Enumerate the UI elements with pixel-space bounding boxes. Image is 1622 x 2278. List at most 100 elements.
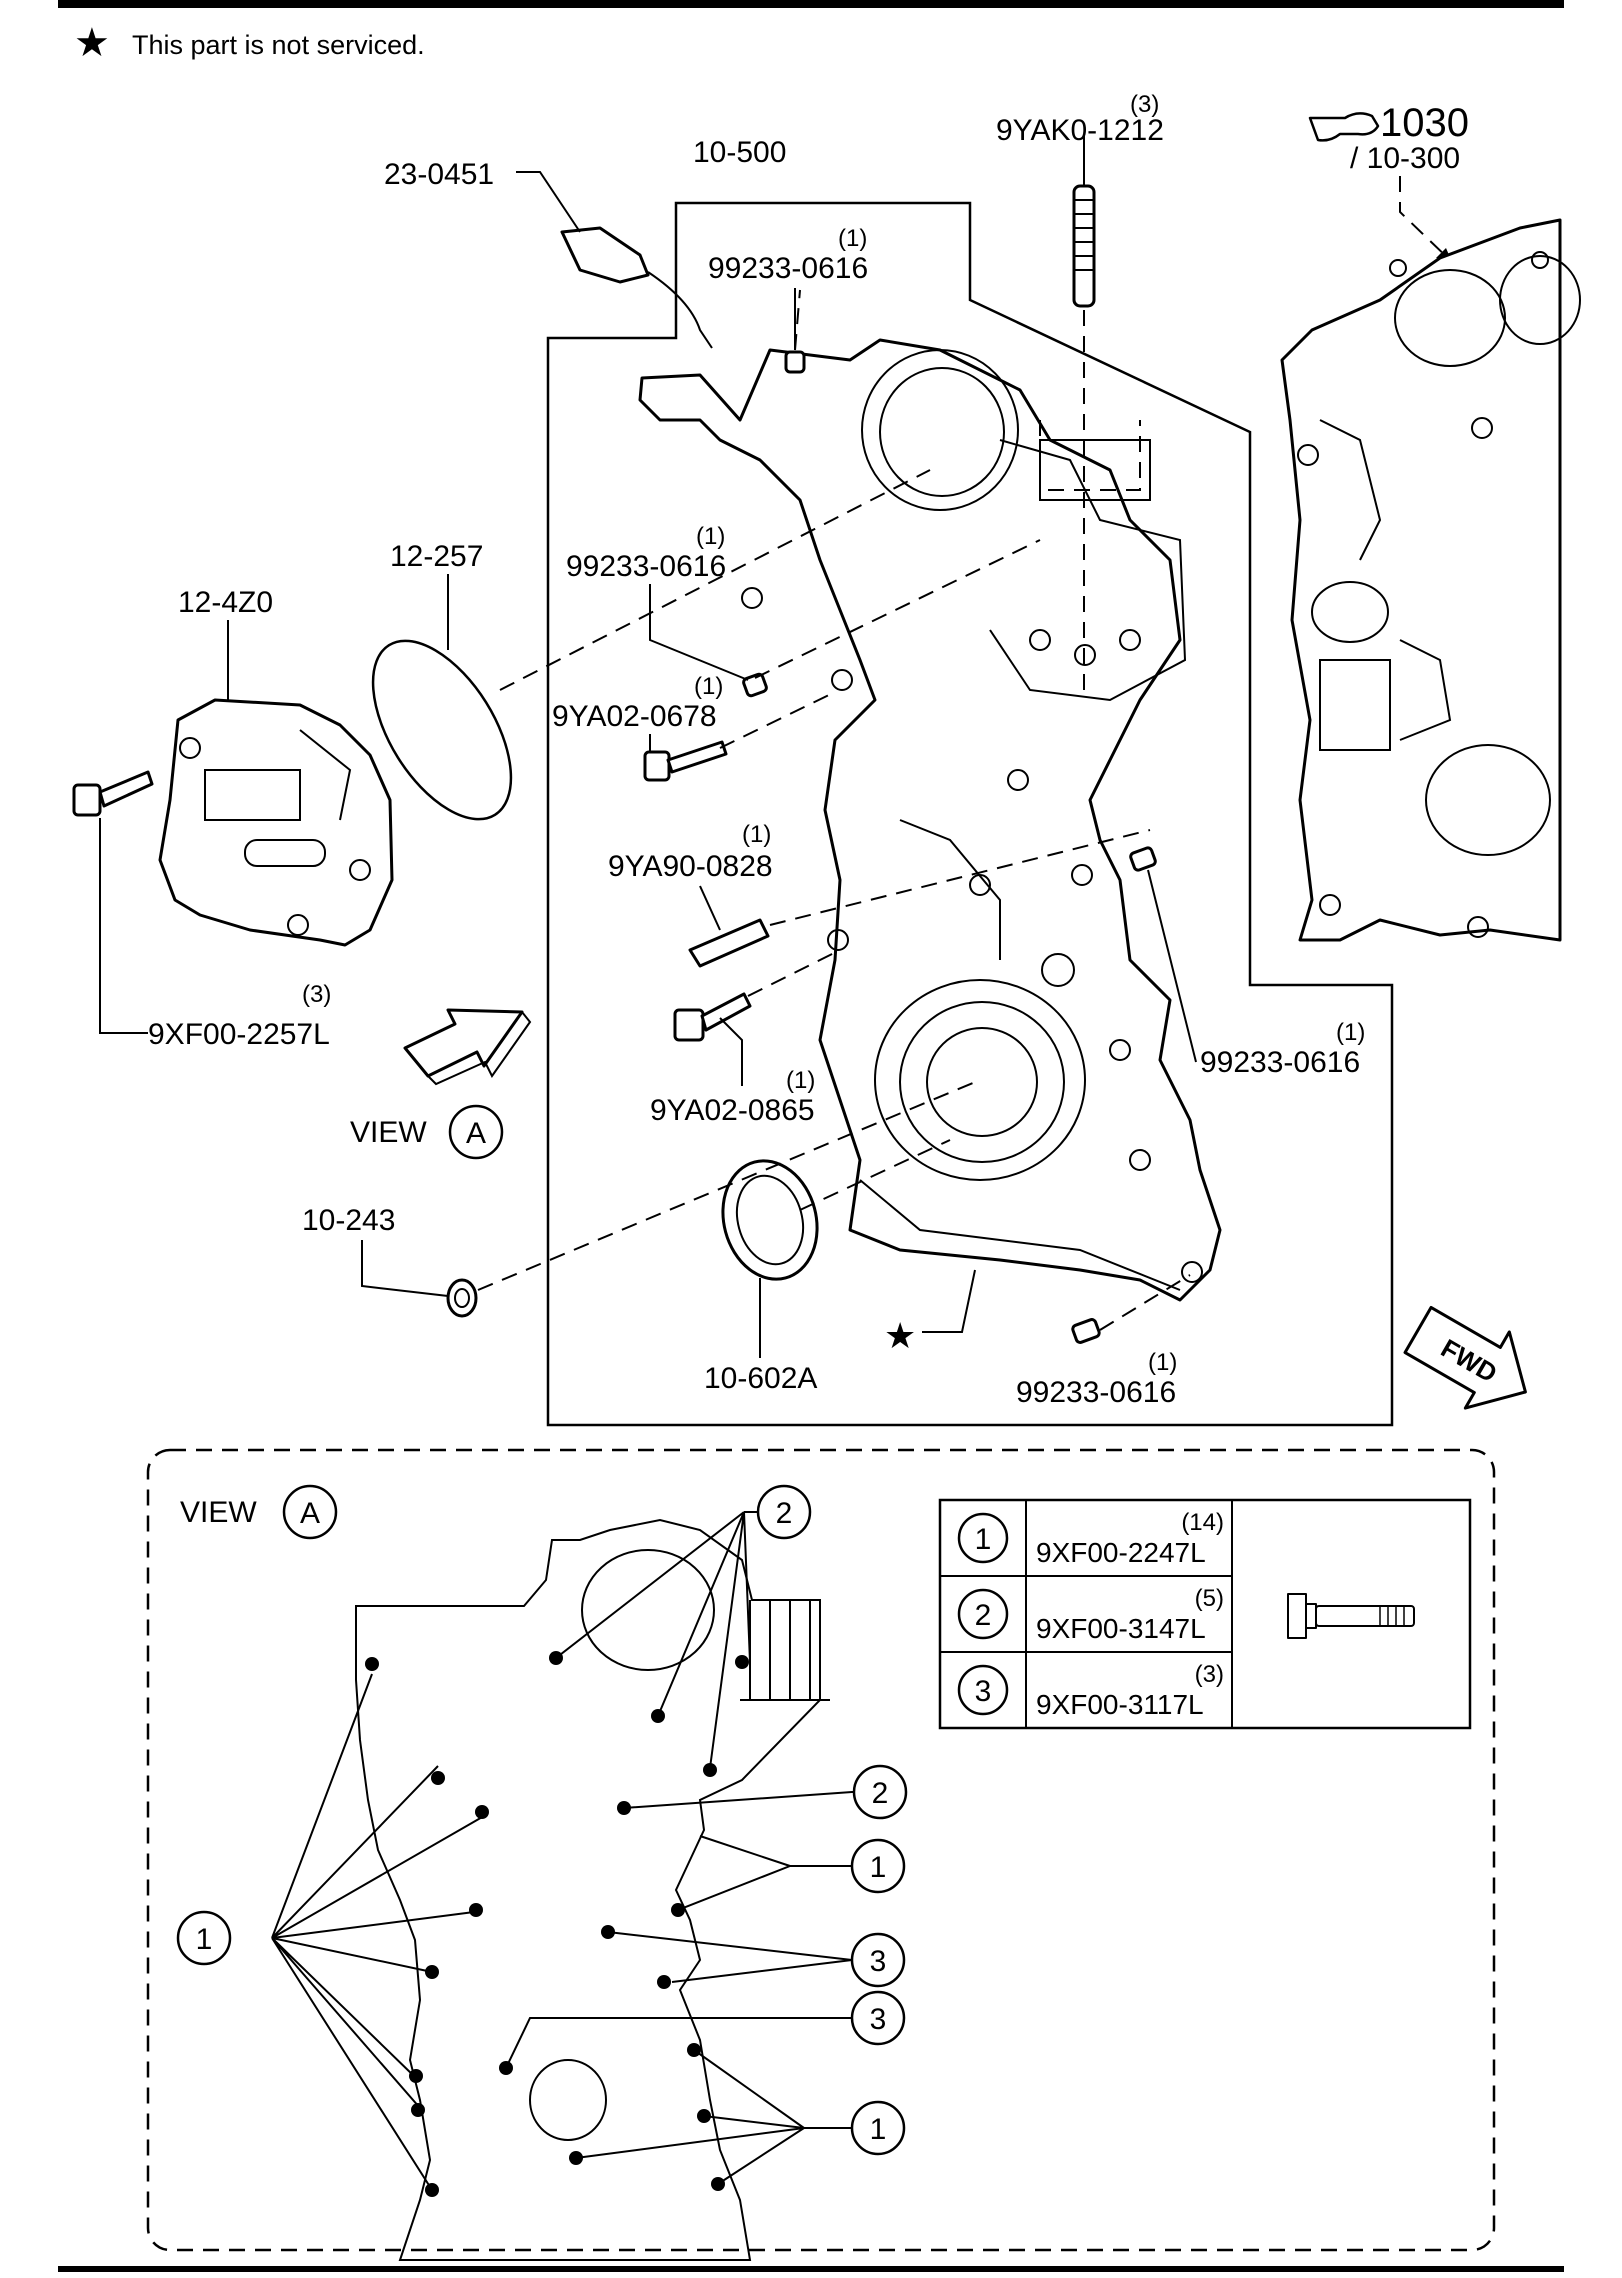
note-text: This part is not serviced.: [132, 30, 425, 60]
dowel-99233-b: [742, 672, 768, 698]
label-99233-c: 99233-0616: [1200, 1046, 1360, 1079]
callout-top-2-text: 2: [776, 1497, 793, 1530]
table-row3-circle: [957, 1664, 1009, 1716]
callout-mid-1: [850, 1838, 906, 1894]
callout-mid-2: [852, 1764, 908, 1820]
leader-star: [922, 1269, 976, 1333]
align-dash-4: [769, 829, 1151, 926]
pin-9ya90-0828: [688, 918, 770, 968]
table-row2-circle: [957, 1588, 1009, 1640]
view-letter-circle: [448, 1104, 504, 1160]
callout-mid-2-text: 2: [872, 1777, 889, 1810]
label-99233-d: 99233-0616: [1016, 1376, 1176, 1409]
leader-99233-c: [1147, 869, 1197, 1063]
view-arrow-icon: [403, 1008, 532, 1086]
pointing-hand-icon: [1308, 112, 1380, 142]
table-row1-part: 9XF00-2247L: [1036, 1537, 1206, 1568]
qty-9yak0: (3): [1130, 91, 1159, 118]
callout-mid-3b-text: 3: [870, 2003, 887, 2036]
ref-dash-leader: [1399, 176, 1453, 263]
label-9ya02-a: 9YA02-0678: [552, 700, 717, 733]
label-star: ★: [884, 1316, 916, 1357]
label-99233-a: 99233-0616: [708, 252, 868, 285]
label-9ya02-b: 9YA02-0865: [650, 1094, 815, 1127]
qty-99233-b: (1): [696, 523, 725, 550]
stud-9yak0-1212: [1072, 184, 1096, 308]
label-9xf00: 9XF00-2257L: [148, 1018, 330, 1051]
label-12-257: 12-257: [390, 540, 483, 573]
ref-sub: / 10-300: [1350, 142, 1460, 175]
cylinder-block: [1280, 218, 1581, 942]
label-9yak0: 9YAK0-1212: [996, 114, 1164, 147]
label-view-letter: A: [466, 1117, 486, 1150]
oil-seal-10-602a: [721, 1159, 819, 1281]
table-row2-qty: (5): [1195, 1585, 1224, 1612]
label-10-243: 10-243: [302, 1204, 395, 1237]
callout-mid-1-text: 1: [870, 1851, 887, 1884]
table-row2-part: 9XF00-3147L: [1036, 1613, 1206, 1644]
oil-seal-10-243: [446, 1278, 478, 1318]
callout-mid-3b: [850, 1990, 906, 2046]
leader-23-0451: [516, 171, 581, 233]
callout-left-1-text: 1: [196, 1923, 213, 1956]
leader-9xf00: [99, 818, 148, 1034]
leader-9ya02-b: [719, 1017, 743, 1086]
table-row1-circle: [957, 1512, 1009, 1564]
table-row3-part: 9XF00-3117L: [1036, 1689, 1204, 1720]
view-a-panel: [146, 1448, 1496, 2252]
bolt-9ya02-0678: [643, 740, 728, 782]
dowel-99233-d: [1071, 1318, 1101, 1344]
leader-9ya90: [699, 885, 721, 931]
bottom-rule: [58, 2266, 1564, 2272]
view-a-title: VIEW: [180, 1496, 257, 1529]
label-23-0451: 23-0451: [384, 158, 494, 191]
gasket-12-257: [371, 639, 513, 821]
align-dash-5: [747, 949, 841, 997]
view-a-cover-outline: [355, 1518, 830, 2261]
align-dash-2: [754, 539, 1041, 679]
table-row2-ref: 2: [975, 1599, 992, 1632]
callout-top-2: [756, 1484, 812, 1540]
view-a-letter-circle: [282, 1484, 338, 1540]
qty-9ya02-b: (1): [786, 1067, 815, 1094]
view-a-letter: A: [300, 1497, 320, 1530]
table-row3-qty: (3): [1195, 1661, 1224, 1688]
water-pump: [158, 698, 394, 947]
table-row1-ref: 1: [975, 1523, 992, 1556]
view-a-leaders: [271, 1511, 860, 2191]
qty-99233-a: (1): [838, 225, 867, 252]
fwd-arrow-icon: [1403, 1305, 1527, 1410]
top-rule: [58, 0, 1564, 8]
label-99233-b: 99233-0616: [566, 550, 726, 583]
align-dash-7: [799, 1139, 951, 1211]
align-dash-10: [1039, 420, 1141, 491]
bolt-9ya02-0865: [673, 992, 752, 1042]
table-row1-qty: (14): [1181, 1509, 1224, 1536]
align-dash-3: [719, 691, 836, 749]
ref-code: 1030: [1380, 101, 1469, 145]
label-12-4z0: 12-4Z0: [178, 586, 273, 619]
qty-9xf00: (3): [302, 981, 331, 1008]
qty-9ya90: (1): [742, 821, 771, 848]
view-a-bolt-dots: [365, 1651, 749, 2197]
flange-bolt-icon: [1287, 1593, 1415, 1639]
callout-low-1: [850, 2100, 906, 2156]
note-star: ★: [74, 20, 110, 66]
dowel-99233-c: [1129, 846, 1157, 872]
callout-left-1: [176, 1910, 232, 1966]
sensor-23-0451: [560, 226, 713, 349]
label-10-602a: 10-602A: [704, 1362, 817, 1395]
label-10-500: 10-500: [693, 136, 786, 169]
label-view: VIEW: [350, 1116, 427, 1149]
qty-99233-c: (1): [1336, 1019, 1365, 1046]
qty-99233-d: (1): [1148, 1349, 1177, 1376]
callout-low-1-text: 1: [870, 2113, 887, 2146]
align-dash-8: [1099, 1274, 1191, 1331]
bolt-table: [938, 1498, 1472, 1730]
assembly-boundary-10-500: [546, 201, 1394, 1427]
callout-mid-3a: [850, 1932, 906, 1988]
timing-chain-cover: [638, 338, 1222, 1302]
align-dash-1: [499, 469, 931, 691]
align-dash-6: [477, 1079, 981, 1291]
